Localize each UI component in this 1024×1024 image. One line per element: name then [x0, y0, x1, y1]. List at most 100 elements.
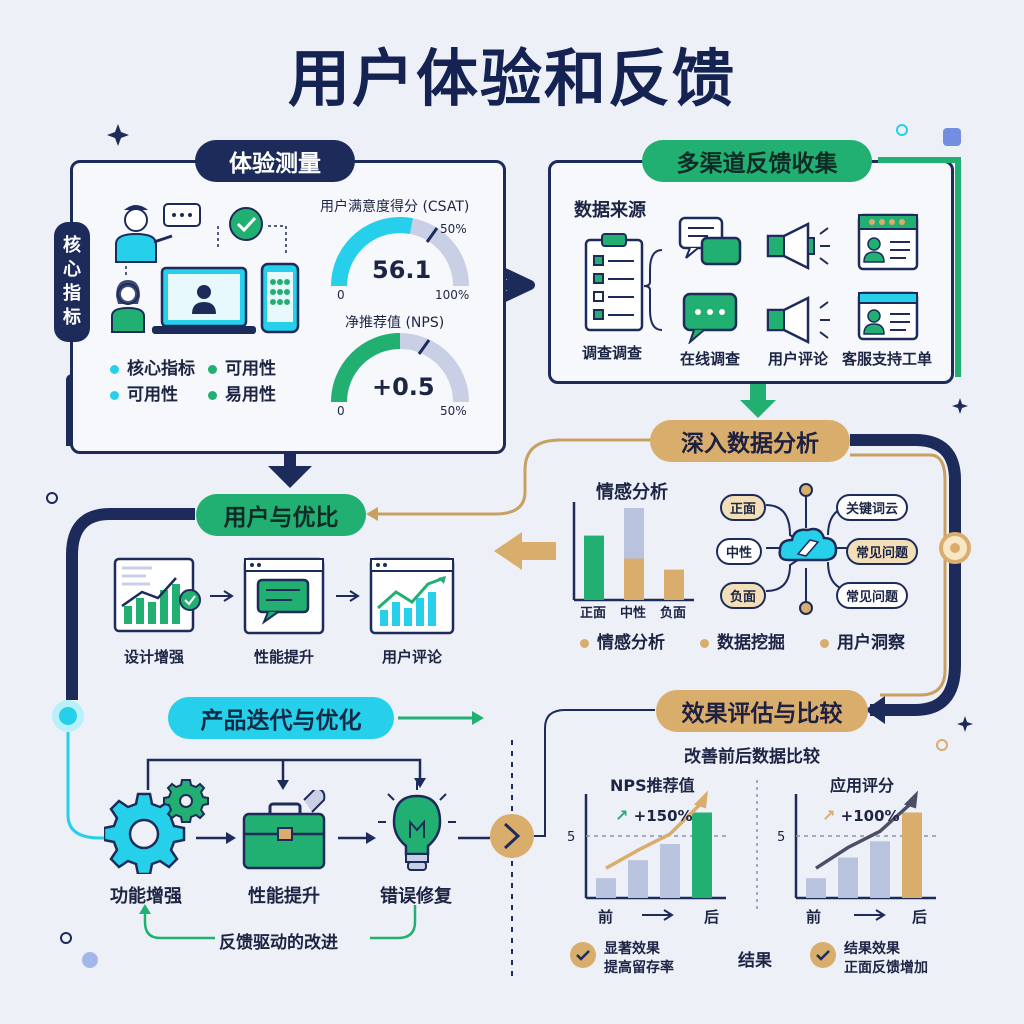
result2-line1: 结果效果: [844, 941, 900, 957]
toolbox-icon: [242, 790, 326, 870]
nps-gauge: [331, 333, 469, 403]
analysis-pill: 深入数据分析: [650, 420, 850, 462]
nps-value: +0.5: [372, 373, 435, 401]
sentiment-chart: [572, 502, 694, 602]
csat-label: 用户满意度得分 (CSAT): [320, 199, 470, 215]
eval-bar-2: [660, 844, 680, 898]
iteration-item-features: 功能增强: [110, 886, 182, 907]
eval-bar-3: [902, 812, 922, 898]
result2-line2: 正面反馈增加: [844, 960, 928, 976]
eval-divider: [756, 780, 758, 910]
result1-line1: 显著效果: [604, 941, 660, 957]
measure-legend-1: 核心指标: [110, 354, 195, 379]
channel-support-ticket: 客服支持工单: [842, 350, 933, 368]
sentiment-cat-pos: 正面: [580, 606, 607, 621]
eval-bar-0: [806, 878, 826, 898]
sentiment-bar-正面: [584, 535, 604, 600]
data-source-label: 数据来源: [574, 200, 646, 221]
megaphone-icon: [766, 221, 830, 271]
eval-bar-0: [596, 878, 616, 898]
mindmap-node-faq-1: 常见问题: [846, 538, 919, 565]
analysis-legend-2: 数据挖掘: [700, 628, 785, 653]
nps-min: 0: [337, 404, 345, 418]
csat-gauge: [331, 217, 469, 287]
trend-line: [815, 801, 914, 870]
user-opt-item-design: 设计增强: [124, 648, 185, 666]
nps-chart-tick: 5: [567, 830, 576, 845]
user-opt-item-performance: 性能提升: [254, 648, 315, 666]
csat-min: 0: [337, 288, 345, 302]
analysis-legend-3: 用户洞察: [820, 628, 905, 653]
online-chat-icon: [682, 292, 738, 344]
check-badge-icon: [570, 942, 596, 968]
channels-pill: 多渠道反馈收集: [642, 140, 872, 182]
main-title: 用户体验和反馈: [287, 42, 736, 115]
evaluation-subtitle: 改善前后数据比较: [684, 747, 820, 767]
app-chart-tick: 5: [777, 830, 786, 845]
nps-after-label: 后: [704, 908, 720, 926]
megaphone-review-icon: [766, 295, 830, 345]
trend-arrowhead: [904, 790, 918, 809]
lightbulb-icon: [378, 782, 456, 871]
result1-line2: 提高留存率: [604, 960, 674, 976]
sentiment-bar-neutral: [624, 558, 644, 600]
arrow-right-icon: [642, 909, 674, 921]
arrow-right-icon: [854, 909, 886, 921]
support-ticket-icon: [857, 291, 919, 341]
measure-legend-4: 易用性: [208, 380, 276, 405]
survey-clipboard-icon: [584, 233, 663, 332]
iteration-item-performance: 性能提升: [248, 886, 320, 907]
analysis-mindmap-lines: [765, 483, 851, 615]
user-opt-pill: 用户与优比: [196, 494, 366, 536]
survey-label: 调查调查: [582, 344, 643, 362]
user-review-chart-icon: [369, 557, 455, 635]
eval-bar-1: [838, 857, 858, 898]
eval-bar-1: [628, 860, 648, 898]
iteration-pill: 产品迭代与优化: [168, 697, 394, 739]
app-change-label: ↗ +100%: [822, 806, 900, 825]
channels-green-frame: [878, 157, 961, 377]
nps-chart-title: NPS推荐值: [610, 776, 695, 795]
eval-bar-2: [870, 841, 890, 898]
core-metrics-side-label: 核 心 指 标: [54, 222, 90, 342]
nps-before-label: 前: [598, 908, 614, 926]
trend-line: [605, 801, 704, 870]
measure-pill: 体验测量: [195, 140, 355, 182]
measure-legend-3: 可用性: [110, 380, 178, 405]
sentiment-bar-负面: [664, 569, 684, 600]
chat-bubbles-icon: [678, 216, 742, 266]
result-mid-label: 结果: [738, 951, 772, 971]
sentiment-cat-neg: 负面: [660, 606, 687, 621]
app-bar-chart: [794, 790, 936, 900]
nps-bar-chart: [584, 790, 726, 900]
csat-mid: 50%: [440, 222, 467, 236]
performance-chat-icon: [243, 557, 325, 635]
measure-legend-2: 可用性: [208, 354, 276, 379]
arrow-right-icon: [210, 590, 234, 602]
app-after-label: 后: [912, 908, 928, 926]
iteration-item-bugfix: 错误修复: [380, 886, 452, 907]
channel-online-survey: 在线调查: [680, 350, 741, 368]
evaluation-pill: 效果评估与比较: [656, 690, 868, 732]
user-opt-item-review: 用户评论: [382, 648, 443, 666]
mindmap-node-positive: 正面: [720, 494, 767, 521]
user-testing-illustration: [111, 203, 300, 334]
sentiment-cat-neu: 中性: [620, 606, 647, 621]
nps-change-label: ↗ +150%: [615, 806, 693, 825]
nps-max: 50%: [440, 404, 467, 418]
sentiment-title: 情感分析: [596, 482, 668, 503]
trend-arrowhead: [694, 790, 708, 809]
rating-card-icon: [857, 213, 919, 271]
mindmap-node-negative: 负面: [720, 582, 767, 609]
nps-label: 净推荐值 (NPS): [345, 315, 445, 331]
gear-icon: [104, 779, 209, 874]
mindmap-node-faq-2: 常见问题: [836, 582, 909, 609]
app-before-label: 前: [806, 908, 822, 926]
feedback-loop-label: 反馈驱动的改进: [219, 933, 338, 953]
csat-value: 56.1: [372, 256, 432, 284]
eval-bar-3: [692, 812, 712, 898]
app-chart-title: 应用评分: [830, 776, 895, 795]
channel-user-review: 用户评论: [768, 350, 829, 368]
check-badge-icon: [810, 942, 836, 968]
